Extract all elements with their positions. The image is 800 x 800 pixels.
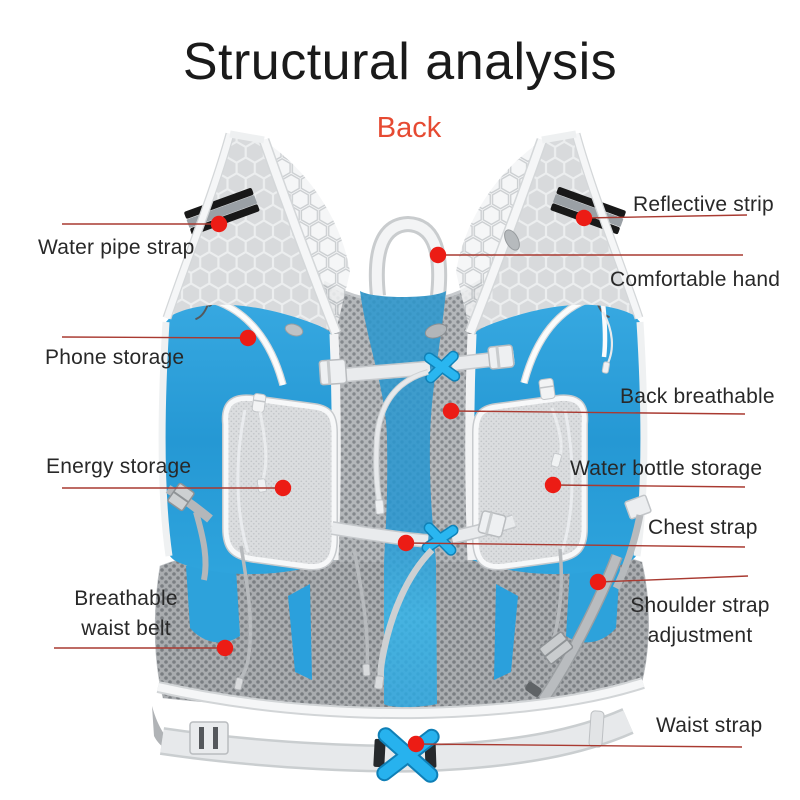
leader-reflective-strip xyxy=(583,214,748,219)
marker-chest-strap xyxy=(397,534,415,552)
left-cordlock-icon xyxy=(251,393,267,413)
upper-chest-strap xyxy=(318,344,515,515)
label-waist-strap: Waist strap xyxy=(656,714,763,737)
right-mesh-pocket xyxy=(472,378,589,571)
label-comfortable-hand: Comfortable hand xyxy=(610,268,781,291)
carry-handle xyxy=(368,215,448,297)
waist-trim xyxy=(157,679,645,718)
upper-strap-slider-left xyxy=(318,358,348,386)
label-chest-strap: Chest strap xyxy=(648,516,758,539)
right-compression-strap xyxy=(612,494,652,590)
leader-shoulder-strap-adjustment xyxy=(597,575,749,583)
leader-back-breathable xyxy=(450,410,746,415)
marker-energy-storage xyxy=(274,479,292,497)
leader-water-bottle-storage xyxy=(552,484,746,488)
label-phone-storage: Phone storage xyxy=(45,346,185,369)
marker-back-breathable xyxy=(442,402,460,420)
upper-chest-buckle-icon xyxy=(423,350,461,384)
label-breathable-waist-belt: Breathable waist belt xyxy=(74,587,178,641)
belt-keeper-icon xyxy=(588,710,605,748)
marker-phone-storage xyxy=(239,329,257,347)
adjustment-slider-icon xyxy=(538,631,574,665)
waist-slider-icon xyxy=(189,721,229,755)
left-shoulder-strap xyxy=(162,130,342,336)
label-back-breathable: Back breathable xyxy=(620,385,775,408)
cord-tip-icon xyxy=(362,663,371,677)
label-energy-storage: Energy storage xyxy=(46,455,192,478)
marker-waist-strap xyxy=(407,735,425,753)
lower-chest-strap xyxy=(330,510,517,690)
upper-strap-slider-right xyxy=(487,344,515,370)
page-title: Structural analysis xyxy=(182,33,618,91)
view-label: Back xyxy=(376,112,442,144)
shoulder-straps xyxy=(162,130,644,339)
marker-shoulder-strap-adjustment xyxy=(589,573,607,591)
lower-chest-buckle-icon xyxy=(421,522,459,556)
marker-breathable-waist-belt xyxy=(216,639,234,657)
leader-waist-strap xyxy=(415,743,743,748)
right-cordlock-icon xyxy=(538,378,556,400)
lower-strap-slider-right xyxy=(477,510,507,538)
label-reflective-strip: Reflective strip xyxy=(633,193,774,216)
marker-water-bottle-storage xyxy=(544,476,562,494)
annotation-dots xyxy=(210,209,607,753)
tube-clip-icon xyxy=(424,323,448,339)
label-shoulder-strap-adjustment: Shoulder strap adjustment xyxy=(630,594,770,648)
marker-water-pipe-strap xyxy=(210,215,228,233)
center-blue-stripe xyxy=(360,291,446,707)
marker-reflective-strip xyxy=(575,209,593,227)
cord-tip-icon xyxy=(233,677,244,691)
left-compression-strap xyxy=(165,482,213,581)
label-water-pipe-strap: Water pipe strap xyxy=(38,236,195,259)
drawcords xyxy=(237,545,564,682)
shoulder-adjustment-strap xyxy=(525,553,623,704)
leader-phone-storage xyxy=(61,336,249,339)
leader-chest-strap xyxy=(405,542,746,548)
left-strap-tab-icon xyxy=(284,323,304,337)
waist-belt-strap xyxy=(159,708,634,783)
annotation-lines xyxy=(54,214,749,748)
marker-comfortable-hand xyxy=(429,246,447,264)
left-mesh-pocket xyxy=(221,393,338,571)
label-water-bottle-storage: Water bottle storage xyxy=(570,457,763,480)
right-strap-tab-icon xyxy=(504,229,520,251)
